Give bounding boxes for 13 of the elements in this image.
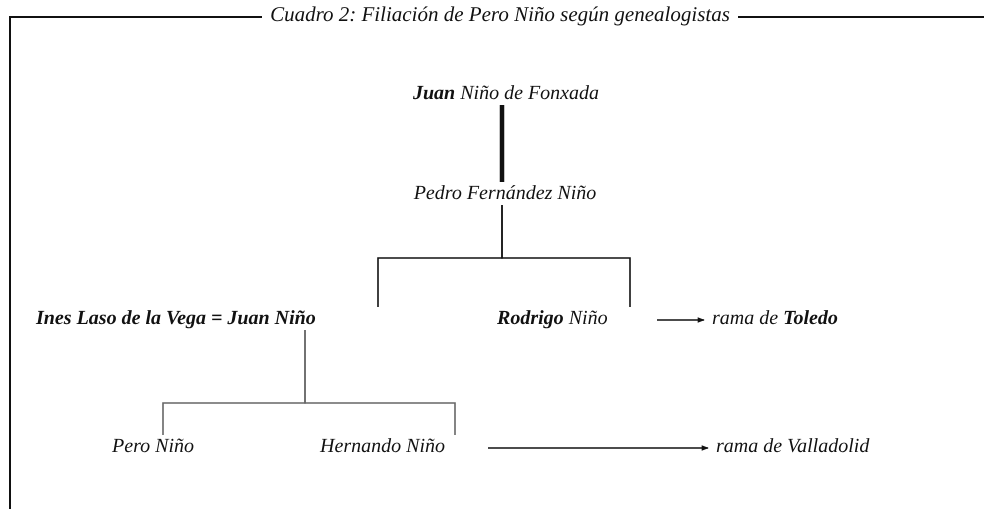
person-name: Hernando Niño xyxy=(320,433,480,459)
person-name: Pero Niño xyxy=(112,433,212,459)
family-line xyxy=(501,205,631,307)
person-name: Juan Niño de Fonxada xyxy=(371,80,641,106)
arrow xyxy=(488,445,709,451)
person-name: Rodrigo Niño xyxy=(497,305,649,331)
person-name: Ines Laso de la Vega = Juan Niño xyxy=(36,305,386,331)
person-name: Pedro Fernández Niño xyxy=(370,180,640,206)
person-name: rama de Valladolid xyxy=(716,433,978,459)
person-name: rama de Toledo xyxy=(712,305,980,331)
family-line xyxy=(304,330,456,435)
family-line xyxy=(500,105,504,182)
arrow xyxy=(657,317,705,323)
